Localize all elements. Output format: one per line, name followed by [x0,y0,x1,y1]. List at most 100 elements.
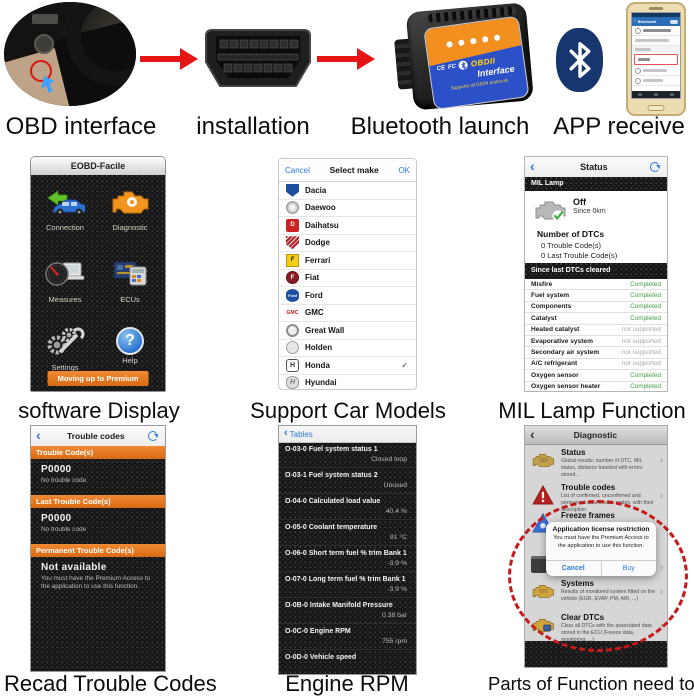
menu-item-diagnostic[interactable]: Diagnostic [99,185,161,251]
fcc-mark: FC [447,63,457,71]
diag-item-title: Freeze frames [561,511,615,520]
ecus-board-icon [113,261,147,286]
pid-name: O-06-0 Short term fuel % trim Bank 1 [285,550,407,557]
diag-item-systems[interactable]: Systems Results of monitored system fitt… [529,578,665,612]
pid-value: Closed loop [371,456,407,463]
make-row[interactable]: H Hyundai ✓ [279,375,416,389]
label-blue-band: CE FC OBDII Interface Supports all OBDII… [429,48,529,109]
menu-item-settings[interactable]: Settings [34,325,96,391]
chevron-right-icon: › [660,490,663,500]
phone-screen: ‹ Bluetooth [631,12,681,99]
pid-row[interactable]: O-04-0 Calculated load value 40.4 % [279,494,416,520]
premium-upgrade-button[interactable]: Moving up to Premium [47,371,149,386]
pid-row[interactable]: O-06-0 Short term fuel % trim Bank 1 -3.… [279,546,416,572]
phone-list-row [632,66,680,76]
ok-button[interactable]: OK [398,165,410,175]
bluetooth-rune-icon [569,42,590,78]
make-row[interactable]: H Honda ✓ [279,357,416,375]
make-row[interactable]: Daewoo ✓ [279,200,416,217]
make-row[interactable]: Ford Ford ✓ [279,287,416,305]
make-logo-icon: H [286,358,299,372]
make-name: Daihatsu [305,220,339,230]
eobd-facile-home-screenshot: EOBD-Facile Connection Diagnostic [30,156,166,392]
pid-value: -3.9 % [387,586,407,593]
menu-item-measures[interactable]: Measures [34,257,96,323]
dialog-buy-button[interactable]: Buy [600,561,657,576]
phone-nav-bar [632,91,680,98]
monitor-list: Misfire Completed Fuel system Completed … [525,279,667,391]
status-engine-icon [531,450,555,470]
eobd-home-body: Connection Diagnostic [31,175,165,391]
trouble-code: Not available [41,562,107,573]
back-button[interactable]: ‹ [284,427,288,439]
refresh-icon[interactable] [650,162,660,172]
make-row[interactable]: F Fiat ✓ [279,270,416,287]
trouble-codes-title: Trouble codes [67,431,125,441]
make-logo-icon: D [286,218,299,232]
caption-obd-interface: OBD interface [5,113,157,140]
obd-port-highlight-circle [30,60,52,82]
obd-connector-image [205,29,311,87]
trouble-code: P0000 [41,513,72,524]
back-button[interactable]: ‹ [36,427,41,443]
make-row[interactable]: Dacia ✓ [279,182,416,200]
phone-speaker [649,7,663,10]
menu-item-help[interactable]: ? Help [99,325,161,391]
make-logo-icon: GMC [286,309,299,316]
monitor-status: not supported [621,360,661,368]
menu-item-connection[interactable]: Connection [34,185,96,251]
monitor-name: Secondary air system [531,349,600,357]
pid-row[interactable]: O-0B-0 Intake Manifold Pressure 0.38 bar [279,598,416,624]
trouble-code-sub: No trouble code [41,525,87,533]
diag-item-status[interactable]: Status Global results: number of DTC, MI… [529,447,665,481]
dialog-cancel-button[interactable]: Cancel [561,565,585,572]
make-name: Honda [305,360,330,370]
diagnostic-header: ‹ Diagnostic [525,426,667,445]
back-button[interactable]: ‹ [530,158,535,174]
pid-name: O-07-0 Long term fuel % trim Bank 1 [285,576,406,583]
license-restriction-dialog: Application license restriction You must… [546,522,656,576]
make-logo-icon [286,236,299,250]
monitor-status: Completed [630,280,661,288]
make-row[interactable]: Holden ✓ [279,340,416,357]
trouble-code-sub: No trouble code [41,476,87,484]
make-list: Dacia ✓ Daewoo ✓ D Daihatsu ✓ Dod [279,182,416,389]
menu-item-label: Diagnostic [112,223,148,232]
obd-port-dashboard-photo [4,2,136,106]
make-row[interactable]: Dodge ✓ [279,235,416,252]
pid-row[interactable]: O-05-0 Coolant temperature 91 °C [279,520,416,546]
warning-triangle-icon [531,484,555,505]
diag-item-title: Trouble codes [561,483,616,492]
diag-item-clear-dtcs[interactable]: Clear DTCs Clear all DTCs with the assoc… [529,612,665,646]
trouble-section-body: P0000 No trouble code [31,508,165,544]
pid-row[interactable]: O-07-0 Long term fuel % trim Bank 1 -3.9… [279,572,416,598]
hidden-item-icon [531,556,547,573]
cancel-button[interactable]: Cancel [285,165,310,175]
tables-back-label[interactable]: Tables [289,429,313,439]
pid-row[interactable]: O-0D-0 Vehicle speed [279,650,416,674]
phone-section-label [632,46,680,53]
menu-item-ecus[interactable]: ECUs [99,257,161,323]
pid-row[interactable]: O-03-1 Fuel system status 2 Unused [279,468,416,494]
make-row[interactable]: GMC GMC ✓ [279,305,416,322]
make-row[interactable]: F Ferrari ✓ [279,252,416,270]
phone-paired-device-row [634,54,678,65]
monitor-status: Completed [630,383,661,391]
trouble-sections: Trouble Code(s) P0000 No trouble code La… [31,446,165,671]
clear-dtcs-engine-icon [531,615,555,635]
trouble-section-body: Not available You must have the Premium … [31,557,165,671]
make-row[interactable]: D Daihatsu ✓ [279,217,416,235]
pid-row[interactable]: O-03-0 Fuel system status 1 Closed loop [279,442,416,468]
smartphone-photo: ‹ Bluetooth [626,2,686,116]
make-row[interactable]: Great Wall ✓ [279,322,416,340]
monitor-row: Evaporative system not supported [525,336,667,348]
back-button[interactable]: ‹ [530,426,535,442]
refresh-icon[interactable] [148,431,158,441]
make-name: Great Wall [305,325,345,335]
phone-list-row [632,26,680,36]
pid-row[interactable]: O-0C-0 Engine RPM 755 rpm [279,624,416,650]
diag-item-desc: Clear all DTCs with the associated data … [561,623,652,643]
pid-value: 755 rpm [382,638,407,645]
pid-name: O-0C-0 Engine RPM [285,628,351,635]
